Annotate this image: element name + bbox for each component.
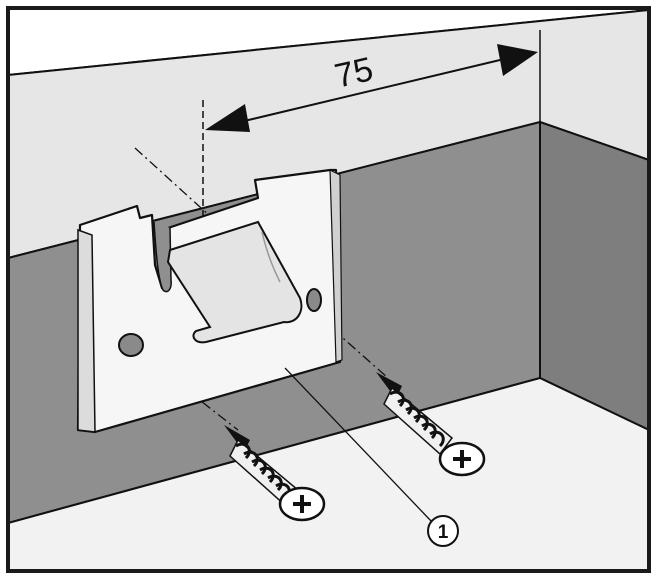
mounting-bracket [76,168,343,434]
screw-right [376,372,486,477]
callout-circle [427,515,459,547]
callout-leader-line [284,367,433,523]
floor [8,376,649,571]
side-wall-dark [539,120,649,432]
callout-label: 1 [438,522,449,543]
screw-hole-right [306,288,322,312]
screw-hole-left [118,333,144,357]
screw-left [224,425,326,522]
arrow-left [205,104,250,132]
frame-border [6,6,651,573]
dimension-line [239,59,501,123]
dimension-75: 75 [202,44,538,238]
dimension-label: 75 [331,50,376,96]
arrow-right [497,44,538,76]
callout-1: 1 [284,367,459,547]
